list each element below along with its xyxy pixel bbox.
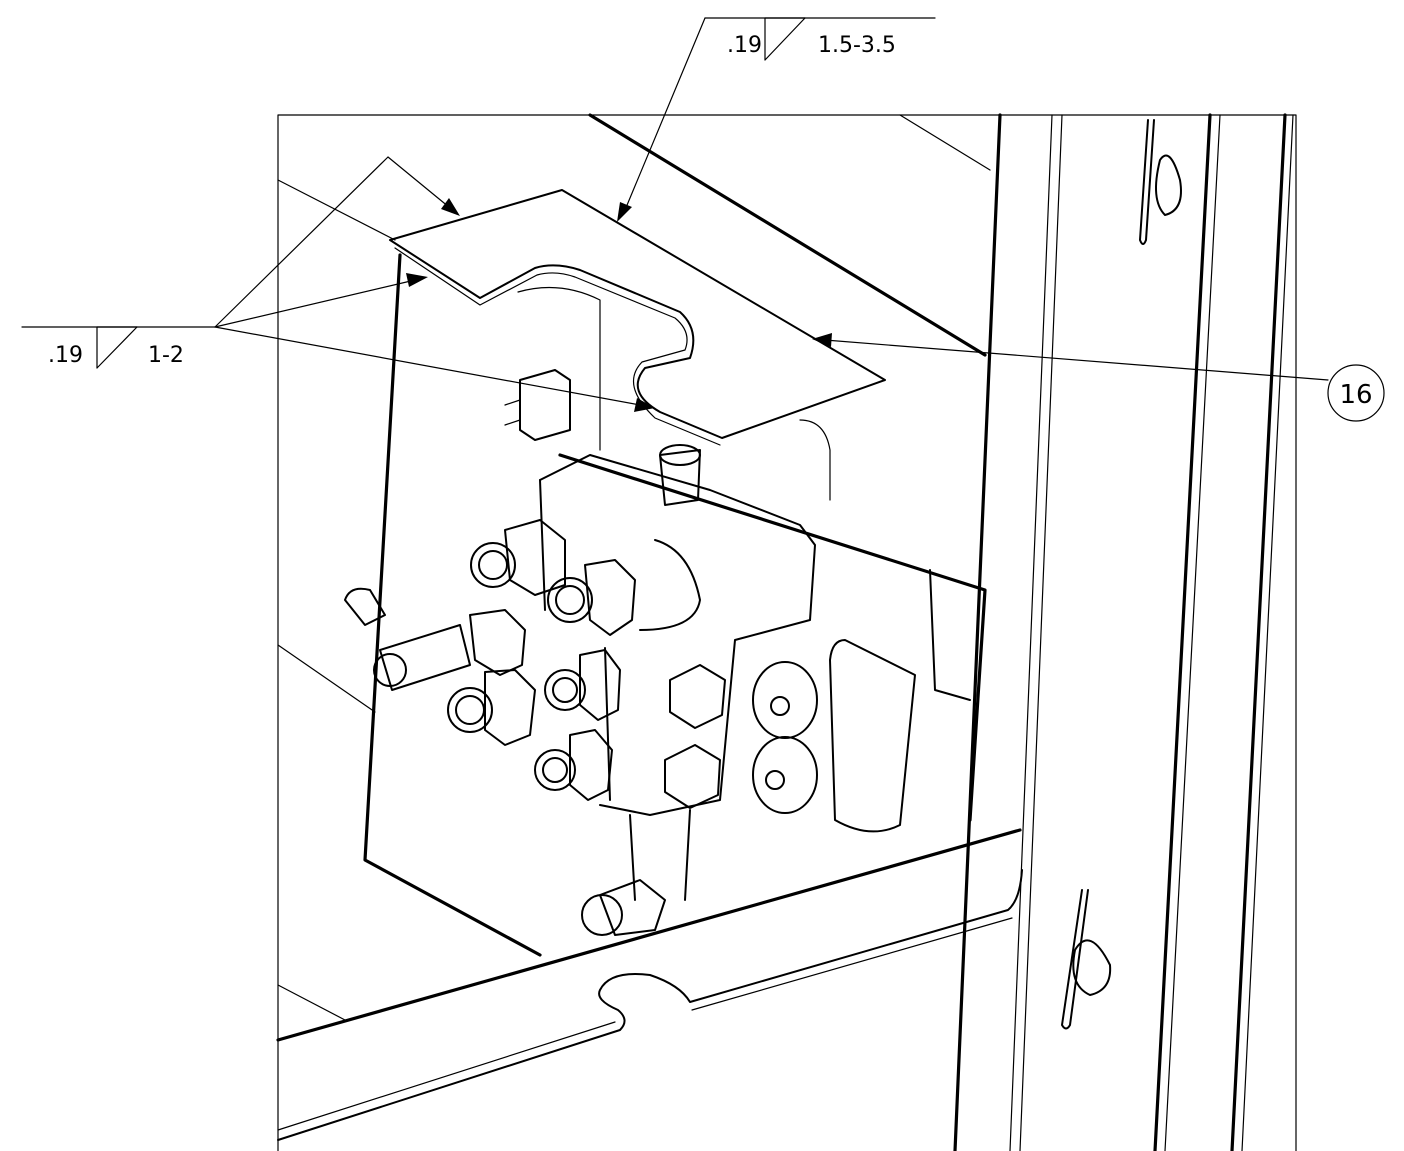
weld-size-left: .19	[48, 343, 83, 368]
fillet-weld-symbol	[96, 326, 138, 369]
bottom-shelf	[276, 828, 1023, 1141]
item-balloon: 16	[812, 333, 1385, 422]
weld-length-pitch-top: 1.5-3.5	[818, 33, 896, 58]
upright-channel	[953, 113, 1294, 1151]
fillet-weld-symbol	[764, 17, 806, 61]
balloon-item-number: 16	[1339, 380, 1372, 410]
bracket-plate	[389, 189, 886, 451]
mounting-plate	[363, 253, 987, 957]
weld-size-top: .19	[727, 33, 762, 58]
weld-length-pitch-left: 1-2	[148, 343, 184, 368]
enclosure-frame	[277, 113, 1297, 1151]
weld-callout-left: .19 1-2	[21, 156, 655, 412]
weld-callout-top: .19 1.5-3.5	[617, 17, 936, 222]
hydraulic-valve-block	[344, 369, 818, 936]
